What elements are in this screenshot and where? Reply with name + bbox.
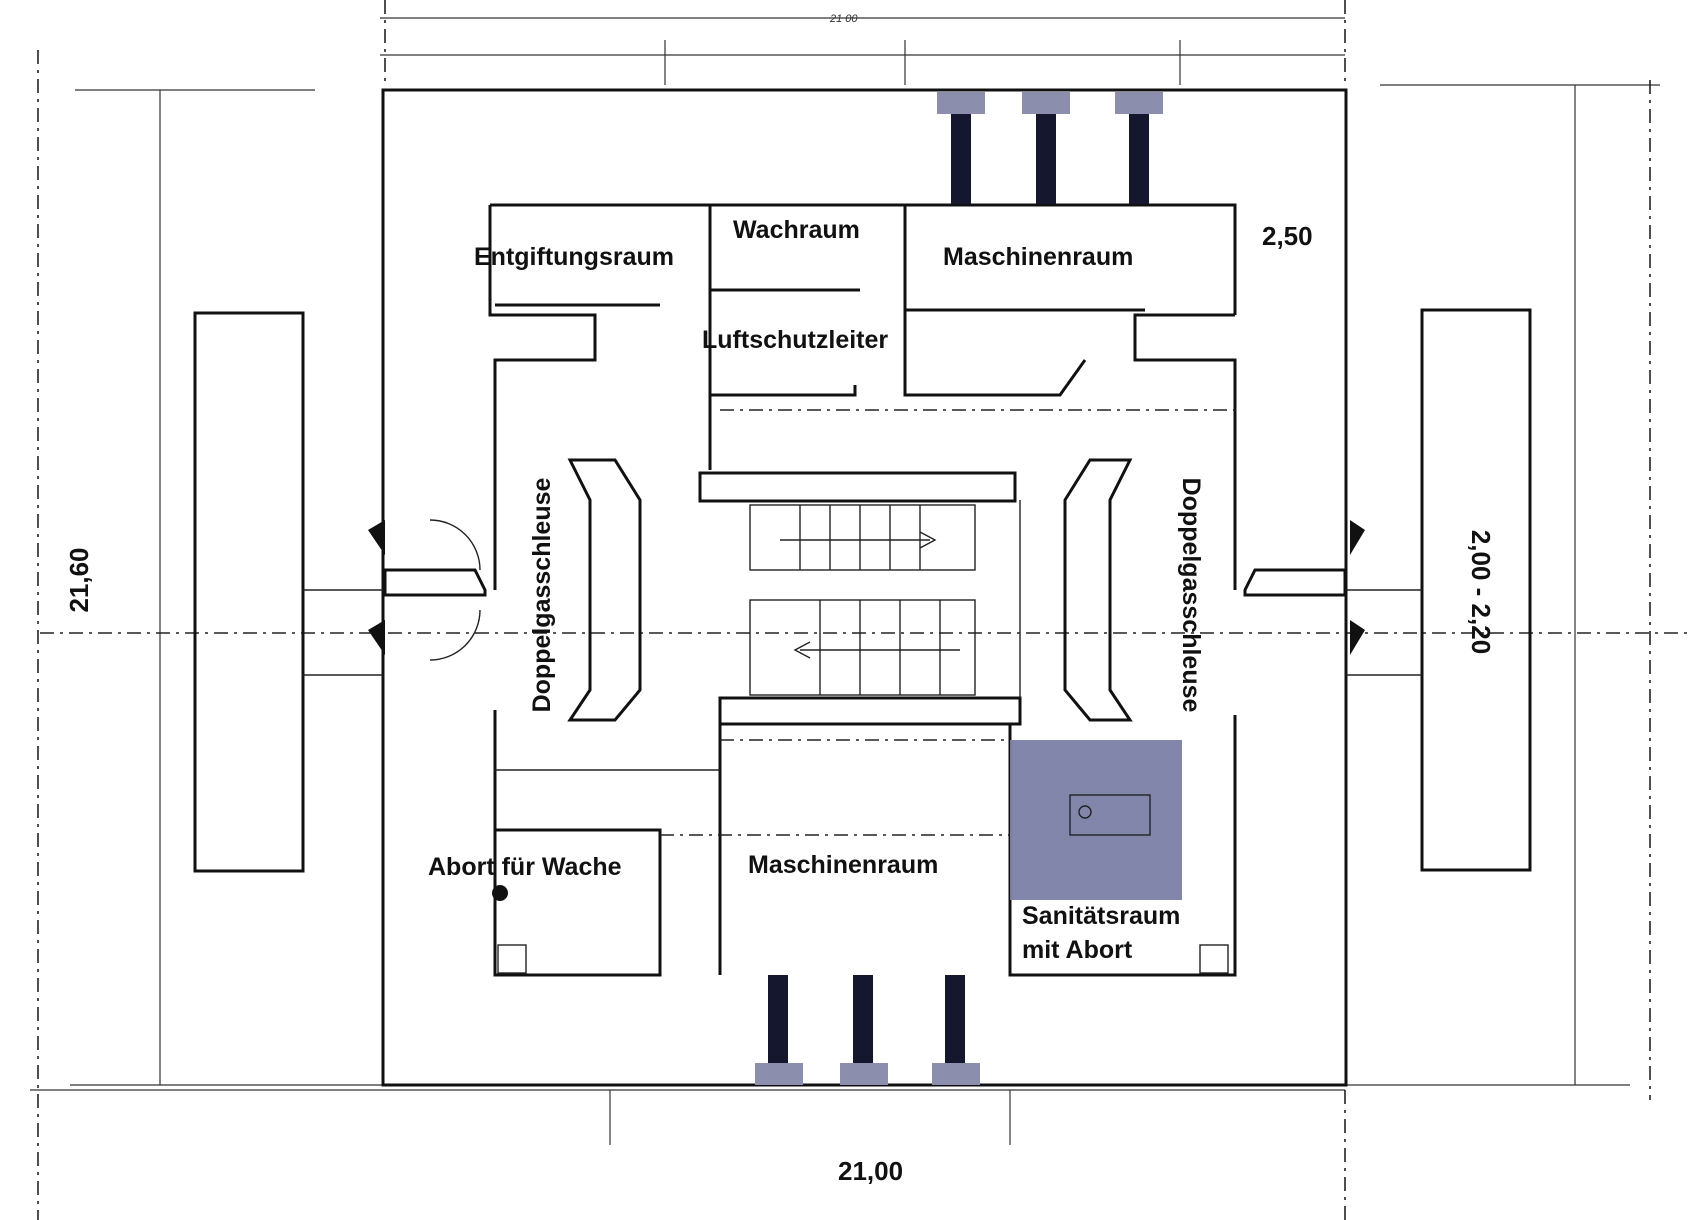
vent-shafts-top [937,92,1163,204]
sanitaetsraum-highlight [1010,740,1182,900]
label-doppelgasschleuse-right: Doppelgasschleuse [1177,478,1205,713]
gas-lock-shapes [368,458,1365,722]
label-luftschutzleiter: Luftschutzleiter [702,326,888,354]
label-wall-thickness-top: 2,50 [1262,221,1313,251]
toilet-details [492,885,1229,974]
label-wall-thickness-side: 2,00 - 2,20 [1466,530,1496,654]
label-top-total-small: 21 00 [829,13,858,25]
label-sanitaetsraum-line2: mit Abort [1022,936,1133,964]
label-maschinenraum-bottom: Maschinenraum [748,851,938,879]
label-abort-fuer-wache: Abort für Wache [428,853,622,881]
outer-walls [193,88,1532,1087]
vent-shafts-bottom [755,975,980,1085]
staircase [749,504,976,696]
label-wachraum: Wachraum [733,216,860,244]
label-maschinenraum-top: Maschinenraum [943,243,1133,271]
interior-walls [488,203,1240,977]
label-doppelgasschleuse-left: Doppelgasschleuse [528,478,556,713]
label-entgiftungsraum: Entgiftungsraum [474,243,674,271]
label-depth-total: 21,60 [64,547,94,612]
dimension-lines [30,0,1690,1220]
label-sanitaetsraum-line1: Sanitätsraum [1022,902,1180,930]
label-width-total: 21,00 [838,1156,903,1186]
